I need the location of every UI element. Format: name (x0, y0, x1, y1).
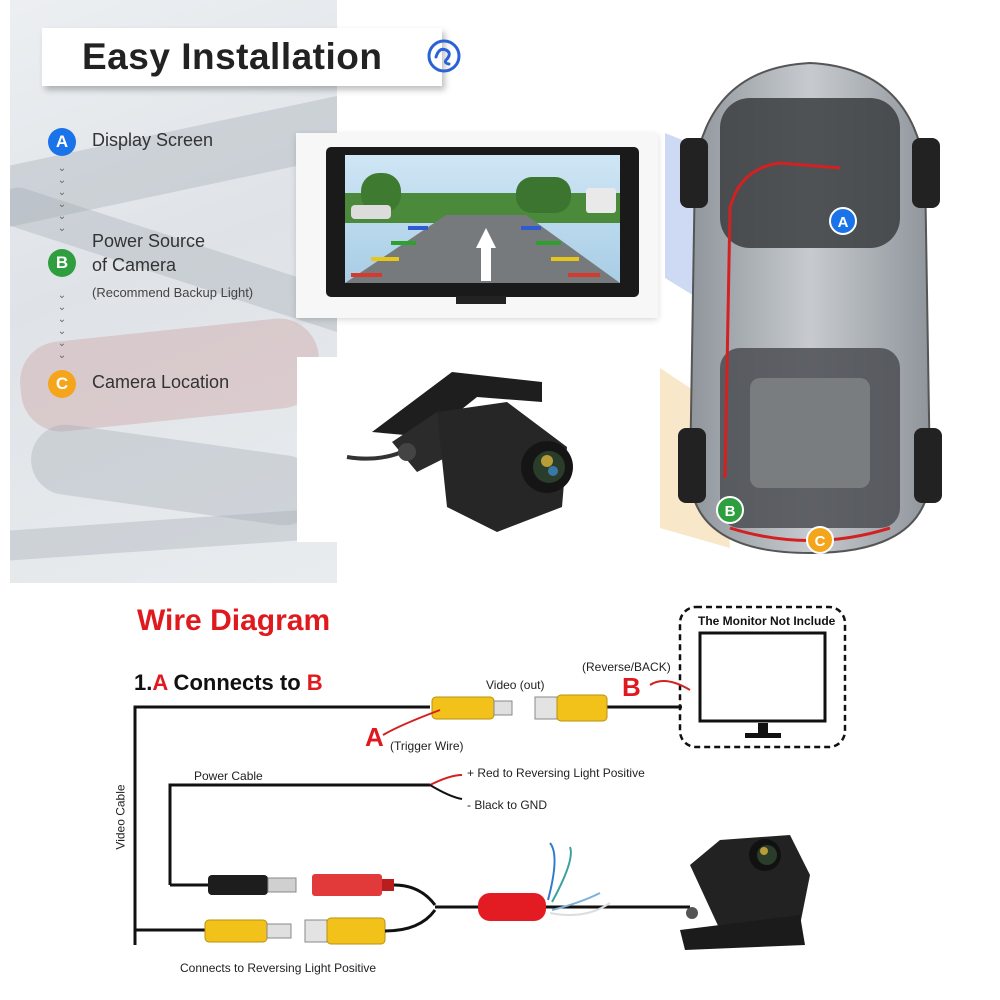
wire-diagram-illustration (133, 605, 847, 950)
red-wire-label: + Red to Reversing Light Positive (467, 766, 645, 780)
connects-middle: Connects to (167, 670, 307, 695)
car-marker-c-label: C (815, 533, 826, 550)
legend-item-camera-location: C Camera Location (48, 370, 229, 398)
backup-camera-illustration (346, 372, 573, 532)
chevron-down-icon: ⌄⌄⌄⌄⌄⌄ (57, 163, 67, 234)
badge-b: B (48, 249, 76, 277)
connects-heading: 1.A Connects to B (134, 670, 323, 696)
legend-item-power-source: B Power Source of Camera (Recommend Back… (48, 229, 253, 305)
title-card: Easy Installation (42, 28, 442, 86)
car-marker-a (829, 207, 857, 235)
letter-b: B (622, 672, 641, 702)
trigger-wire-label: (Trigger Wire) (390, 739, 464, 753)
display-screen-image (296, 133, 658, 318)
legend-item-display-screen: A Display Screen (48, 128, 213, 156)
camera-product-image (297, 357, 657, 542)
reverse-back-label: (Reverse/BACK) (582, 660, 671, 674)
badge-c: C (48, 370, 76, 398)
legend-label-camera-location: Camera Location (92, 372, 230, 392)
monitor-outline (698, 631, 827, 723)
legend-label-power-source-line2: of Camera (92, 255, 177, 275)
swirl-logo-icon (427, 39, 461, 73)
connects-a: A (152, 670, 168, 695)
chevron-down-icon: ⌄⌄⌄⌄⌄⌄ (57, 290, 67, 361)
connects-b: B (306, 670, 323, 695)
badge-a: A (48, 128, 76, 156)
letter-a: A (365, 722, 384, 752)
background-car-photo (10, 0, 337, 583)
car-topview-image: A B C (660, 61, 942, 555)
car-marker-c (806, 526, 834, 554)
car-marker-b-label: B (725, 503, 736, 520)
car-marker-a-label: A (838, 214, 849, 231)
monitor-illustration (326, 147, 639, 304)
installation-section: Easy Installation A Display Screen ⌄⌄⌄⌄⌄… (10, 0, 942, 583)
black-wire-label: - Black to GND (467, 798, 548, 812)
video-cable-label: Video Cable (113, 784, 128, 850)
legend-label-display-screen: Display Screen (92, 130, 214, 150)
bottom-connects-label: Connects to Reversing Light Positive (180, 961, 377, 975)
legend-sublabel-backup-light: (Recommend Backup Light) (92, 285, 254, 300)
monitor-not-included-note: The Monitor Not Include (698, 614, 836, 628)
power-cable-label: Power Cable (194, 769, 263, 783)
page-title: Easy Installation (82, 36, 383, 77)
legend-label-power-source-line1: Power Source (92, 231, 206, 251)
car-marker-b (716, 496, 744, 524)
monitor-dashed-box (678, 605, 847, 749)
connects-prefix: 1. (134, 670, 153, 695)
video-out-label: Video (out) (486, 678, 545, 692)
wire-diagram-title: Wire Diagram (137, 604, 331, 637)
legend-label-power-source: Power Source of Camera (Recommend Backup… (92, 229, 253, 305)
